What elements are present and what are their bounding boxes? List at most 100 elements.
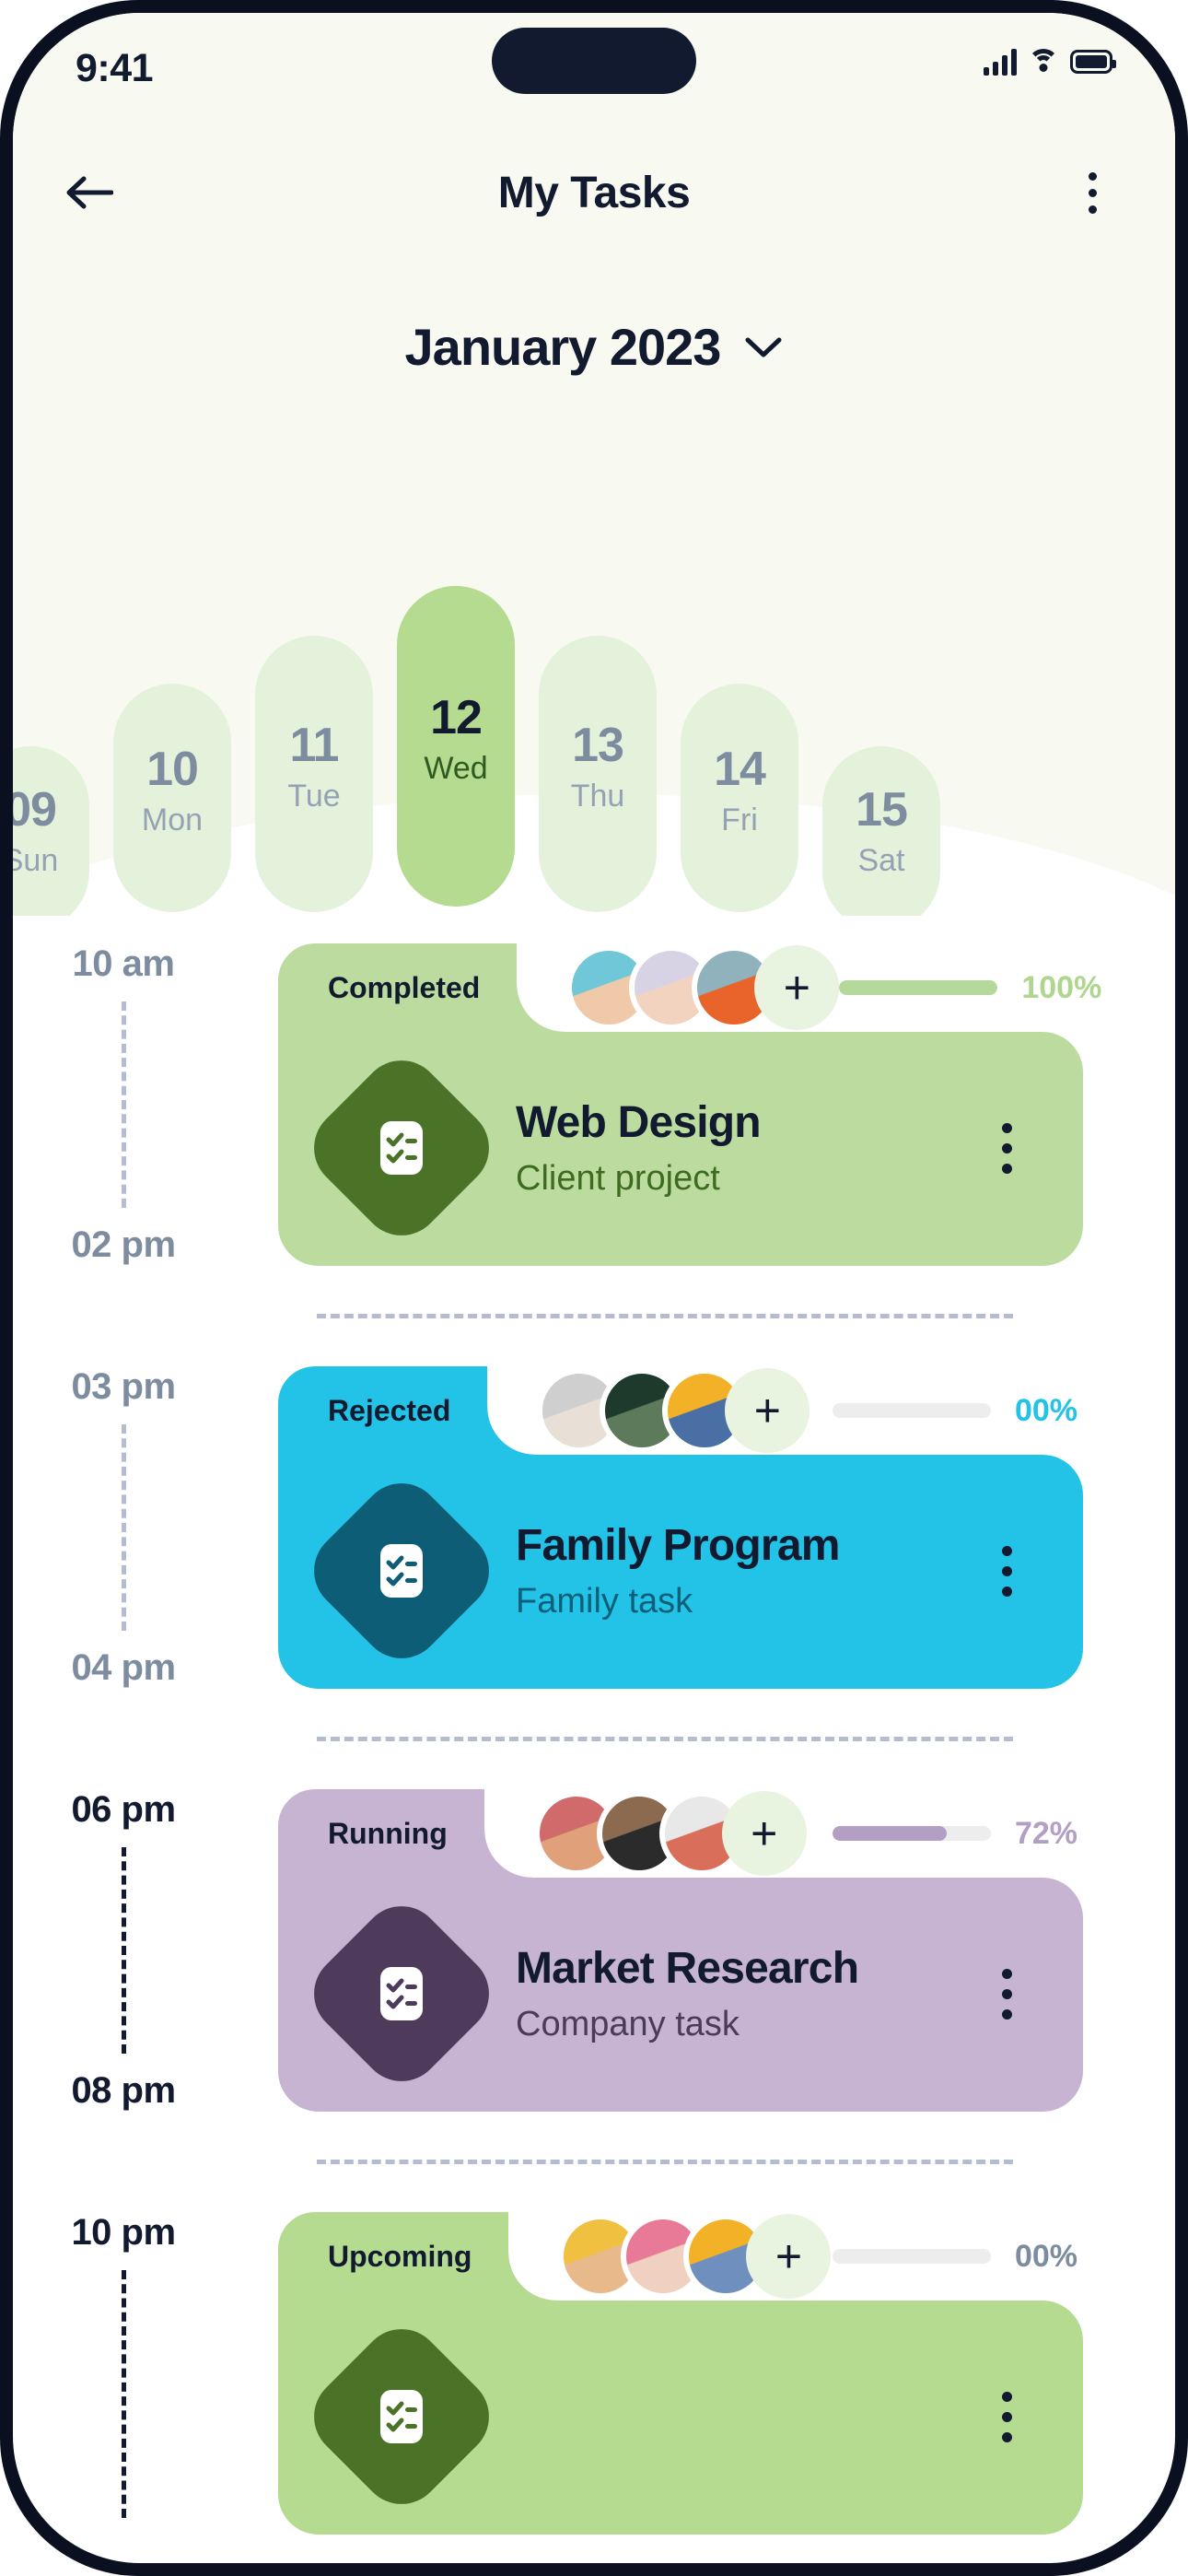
task-status-badge: Upcoming	[278, 2212, 509, 2301]
date-pill-number: 10	[146, 742, 199, 796]
battery-full-icon	[1070, 50, 1116, 74]
date-pill-weekday: Tue	[287, 778, 341, 814]
task-kebab-menu-icon[interactable]	[980, 2372, 1033, 2461]
date-pill-number: 14	[714, 742, 766, 796]
date-pill-weekday: Wed	[424, 750, 488, 786]
task-progress-percent: 72%	[1014, 1815, 1077, 1851]
task-card-header: Upcoming +00%	[278, 2212, 1083, 2301]
task-end-time: 02 pm	[71, 1224, 176, 1265]
task-kebab-menu-icon[interactable]	[980, 1104, 1033, 1192]
task-card-text	[516, 2411, 980, 2422]
add-member-button[interactable]: +	[721, 1791, 807, 1876]
date-pill-number: 13	[572, 718, 624, 772]
app-screen: 9:41 My Tasks January 2023	[13, 13, 1175, 2563]
task-status-badge: Completed	[278, 943, 518, 1032]
task-member-avatars: +	[533, 1791, 807, 1876]
task-start-time: 10 pm	[71, 2212, 176, 2253]
date-pill-weekday: Fri	[721, 802, 758, 837]
task-block: 10 pm Upcoming +00%	[13, 2212, 1175, 2535]
task-progress-percent: 00%	[1014, 2238, 1077, 2274]
date-pill-number: 09	[13, 782, 57, 837]
task-title: Market Research	[516, 1944, 859, 1993]
task-time-connector	[121, 2270, 126, 2518]
task-subtitle: Family task	[516, 1582, 693, 1621]
task-subtitle: Client project	[516, 1159, 720, 1198]
task-start-time: 03 pm	[71, 1366, 176, 1407]
back-arrow-icon[interactable]	[57, 160, 122, 225]
task-status-badge: Running	[278, 1789, 484, 1878]
date-pill-weekday: Sat	[857, 842, 905, 878]
wifi-icon	[1028, 49, 1059, 75]
chevron-down-icon	[745, 337, 782, 357]
task-progress-track	[832, 1403, 991, 1418]
header-kebab-menu-icon[interactable]	[1065, 160, 1120, 225]
status-bar-clock: 9:41	[76, 46, 154, 90]
task-progress-fill	[839, 980, 998, 995]
task-separator	[317, 2160, 1013, 2164]
task-kebab-menu-icon[interactable]	[980, 1527, 1033, 1615]
date-pill-weekday: Thu	[570, 778, 625, 814]
page-title: My Tasks	[497, 168, 691, 217]
task-status-badge: Rejected	[278, 1366, 488, 1455]
task-progress-track	[839, 980, 998, 995]
task-time-connector	[121, 1424, 126, 1631]
dynamic-island	[492, 28, 696, 94]
task-kebab-menu-icon[interactable]	[980, 1950, 1033, 2038]
checklist-icon	[297, 2312, 507, 2522]
checklist-icon	[297, 1889, 507, 2099]
task-progress-percent: 100%	[1021, 969, 1102, 1005]
date-pill-number: 15	[856, 782, 908, 837]
task-card-header: Running +72%	[278, 1789, 1083, 1878]
date-pill-number: 12	[430, 690, 483, 744]
task-separator	[317, 1737, 1013, 1741]
date-pill-weekday: Sun	[13, 842, 59, 878]
month-selector-label: January 2023	[404, 318, 722, 376]
navigation-bar: My Tasks	[13, 142, 1175, 243]
task-progress: 72%	[832, 1815, 1083, 1852]
add-member-button[interactable]: +	[725, 1368, 810, 1453]
task-title: Web Design	[516, 1098, 762, 1147]
task-card[interactable]: Upcoming +00%	[278, 2212, 1083, 2535]
month-selector[interactable]: January 2023	[13, 317, 1175, 377]
add-member-button[interactable]: +	[754, 945, 840, 1030]
task-card-header: Completed +100%	[278, 943, 1101, 1032]
task-card-body	[278, 2301, 1083, 2535]
task-separator	[317, 1314, 1013, 1318]
cellular-signal-icon	[984, 48, 1017, 76]
checklist-icon	[297, 1466, 507, 1676]
status-bar-indicators	[984, 48, 1116, 76]
task-member-avatars: +	[537, 1368, 810, 1453]
task-progress-percent: 00%	[1014, 1392, 1077, 1428]
task-time-connector	[121, 1847, 126, 2054]
task-time-connector	[121, 1001, 126, 1208]
status-bar: 9:41	[13, 13, 1175, 151]
task-title: Family Program	[516, 1521, 840, 1570]
add-member-button[interactable]: +	[746, 2214, 832, 2299]
task-start-time: 06 pm	[71, 1789, 176, 1830]
